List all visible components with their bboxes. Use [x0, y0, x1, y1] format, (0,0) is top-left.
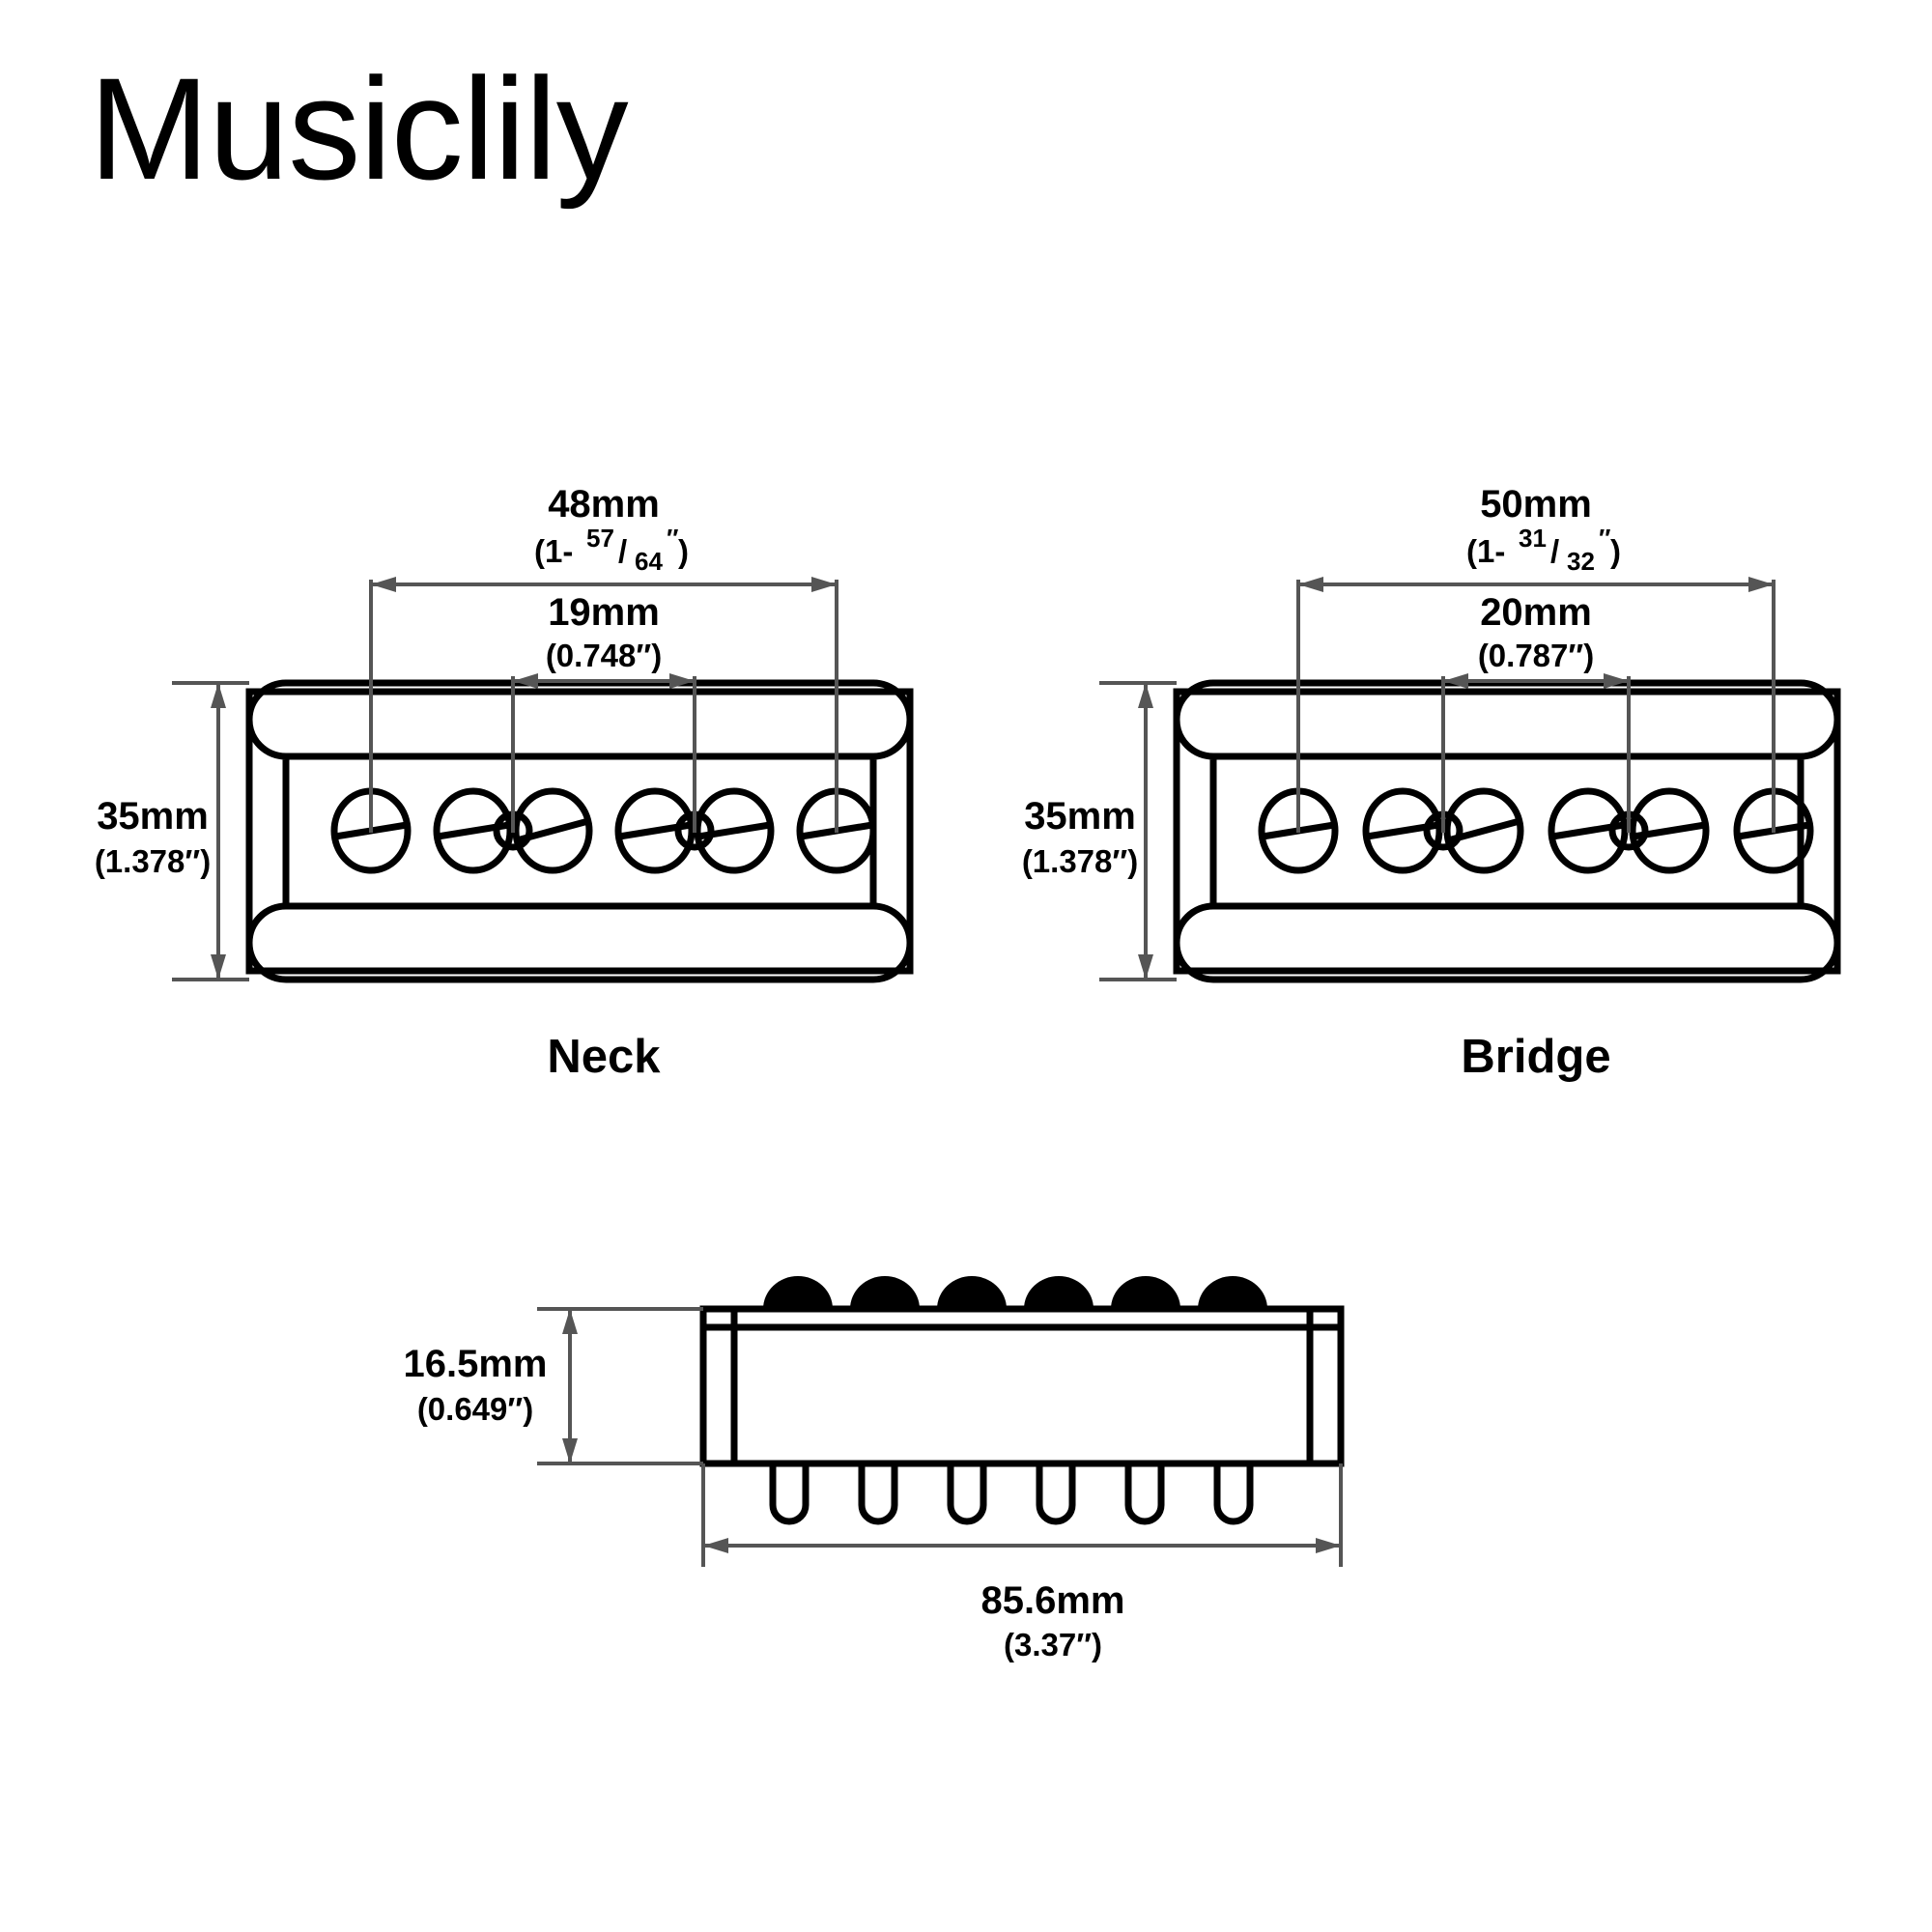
neck-inner-mm: 19mm	[548, 591, 660, 634]
arrow-head-left	[513, 673, 538, 689]
neck-outer-spacing-dimension	[369, 580, 838, 833]
brand-logo: Musiclily	[89, 47, 629, 210]
side-thickness-dimension	[537, 1307, 703, 1465]
bridge-outer-inch-mark: ″	[1599, 524, 1610, 553]
bridge-caption: Bridge	[1461, 1031, 1610, 1083]
arrow-head-left	[1443, 673, 1468, 689]
arrow-head-down	[211, 954, 226, 980]
arrow-head-left	[703, 1538, 728, 1553]
bridge-outer-inch-whole: (1-	[1466, 533, 1505, 569]
bridge-outer-mm: 50mm	[1480, 483, 1592, 526]
bridge-outer-spacing-dimension	[1296, 580, 1776, 833]
neck-outer-mm: 48mm	[548, 483, 660, 526]
bridge-height-dimension	[1099, 681, 1177, 981]
neck-outer-inch: (1- 57 / 64 ″ )	[534, 524, 689, 576]
bridge-pickup-view: 35mm (1.378″) 50mm (1- 31 / 32 ″ )	[1022, 483, 1841, 1083]
arrow-head-up	[211, 683, 226, 708]
side-thickness-inch: (0.649″)	[417, 1391, 533, 1427]
side-thickness-mm: 16.5mm	[404, 1343, 548, 1385]
arrow-head-up	[562, 1309, 578, 1334]
neck-inner-inch: (0.748″)	[546, 638, 662, 673]
side-body	[699, 1305, 1345, 1467]
side-length-mm: 85.6mm	[981, 1579, 1125, 1622]
neck-height-inch: (1.378″)	[95, 843, 211, 879]
neck-outer-inch-close: )	[678, 533, 689, 569]
arrow-head-right	[1748, 577, 1774, 592]
arrow-head-right	[811, 577, 837, 592]
side-length-dimension	[701, 1463, 1343, 1567]
bridge-outer-inch-den: 32	[1567, 547, 1595, 576]
neck-outer-inch-mark: ″	[667, 524, 678, 553]
side-length-inch: (3.37″)	[1004, 1627, 1102, 1662]
neck-inner-spacing-dimension	[511, 676, 696, 833]
bridge-inner-spacing-dimension	[1441, 676, 1631, 833]
side-view: 16.5mm (0.649″) 85.6mm (3.37″)	[404, 1276, 1345, 1662]
arrow-head-right	[1316, 1538, 1341, 1553]
neck-outer-inch-den: 64	[635, 547, 663, 576]
bridge-height-inch: (1.378″)	[1022, 843, 1138, 879]
neck-outer-inch-whole: (1-	[534, 533, 573, 569]
neck-pole-pieces	[330, 787, 877, 874]
bridge-outer-inch-num: 31	[1519, 524, 1547, 553]
arrow-head-up	[1138, 683, 1153, 708]
arrow-head-left	[371, 577, 396, 592]
bridge-pole-pieces	[1258, 787, 1814, 874]
side-pole-domes	[763, 1276, 1267, 1309]
bridge-outer-inch: (1- 31 / 32 ″ )	[1466, 524, 1621, 576]
bridge-inner-mm: 20mm	[1480, 591, 1592, 634]
neck-height-mm: 35mm	[97, 795, 209, 838]
neck-caption: Neck	[547, 1031, 661, 1083]
arrow-head-left	[1298, 577, 1323, 592]
neck-height-dimension	[172, 681, 249, 981]
neck-pickup-view: 35mm (1.378″) 48mm (1- 57 / 64 ″ )	[95, 483, 914, 1083]
side-legs	[769, 1463, 1254, 1525]
neck-outer-inch-slash: /	[618, 533, 627, 569]
arrow-head-right	[1604, 673, 1629, 689]
neck-outer-inch-num: 57	[586, 524, 614, 553]
bridge-outer-inch-close: )	[1610, 533, 1621, 569]
arrow-head-down	[562, 1438, 578, 1463]
bridge-inner-inch: (0.787″)	[1478, 638, 1594, 673]
bridge-outer-inch-slash: /	[1550, 533, 1559, 569]
arrow-head-right	[669, 673, 695, 689]
arrow-head-down	[1138, 954, 1153, 980]
bridge-height-mm: 35mm	[1024, 795, 1136, 838]
